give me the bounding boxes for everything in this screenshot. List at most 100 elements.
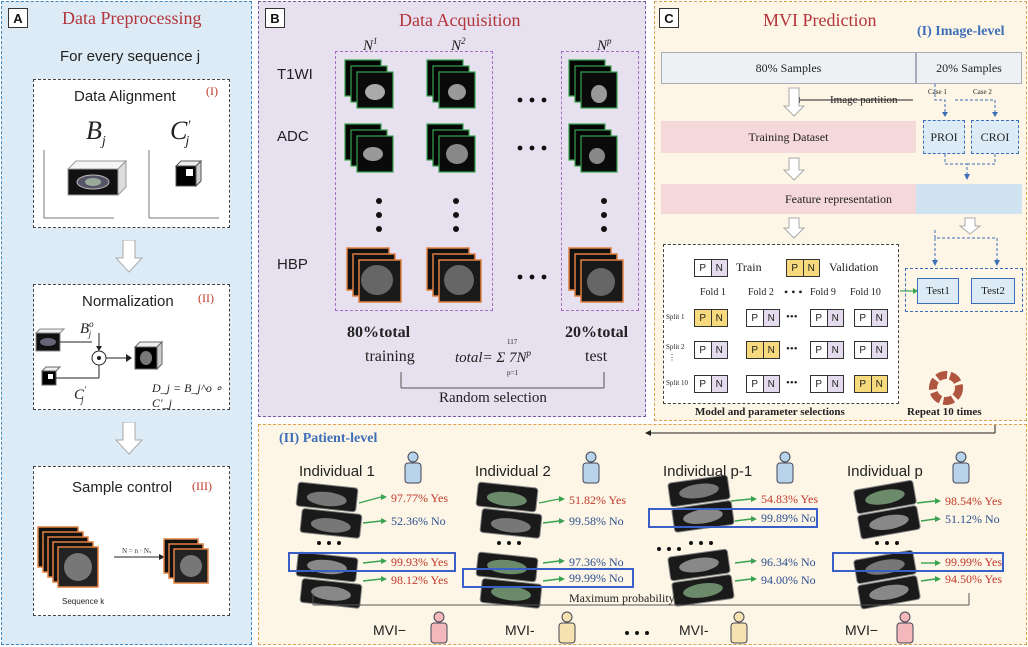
panel-c-title: MVI Prediction — [763, 10, 877, 30]
alignment-axes — [43, 150, 219, 219]
legend-train: Train — [736, 260, 762, 274]
normalization-title: Normalization — [82, 293, 174, 310]
feature-bar-blue — [916, 184, 1022, 214]
proi-label: PROI — [930, 129, 958, 144]
row-t1wi: T1WI — [277, 66, 313, 83]
panel-c-tag: C — [659, 8, 679, 28]
down-arrow-2 — [114, 422, 144, 455]
repeat-caption: Repeat 10 times — [907, 406, 982, 418]
samples20-bar: 20% Samples — [916, 52, 1022, 84]
croi-label: CROI — [980, 129, 1010, 144]
alignment-box: Data Alignment (I) Bj C'j — [33, 79, 230, 228]
indp-r2: 51.12% No — [945, 512, 1000, 526]
alignment-num: (I) — [206, 84, 218, 98]
ind2-mvi: MVI- — [505, 622, 535, 638]
panel-c-arrows — [782, 84, 1000, 405]
case2-label: Case 2 — [973, 88, 992, 96]
ind1-r1: 97.77% Yes — [391, 491, 449, 505]
cv-dots: ••• — [786, 343, 798, 355]
indp-r4: 94.50% Yes — [945, 572, 1003, 586]
normalization-graphic — [34, 328, 164, 386]
normalization-box: Normalization (II) Boj C'j D_j = B_j^o ∘… — [33, 284, 230, 410]
indp1-r1: 54.83% Yes — [761, 492, 819, 506]
cv-dots: ••• — [786, 377, 798, 389]
test-word: test — [585, 348, 608, 365]
indp-r3: 99.99% Yes — [945, 555, 1003, 569]
indp-r1: 98.54% Yes — [945, 494, 1003, 508]
individual-p-name: Individual p — [847, 463, 923, 480]
test2-label: Test2 — [981, 285, 1005, 297]
ind1-r4: 98.12% Yes — [391, 573, 449, 587]
panel-a-title: Data Preprocessing — [62, 8, 202, 28]
indp1-r3: 96.34% No — [761, 555, 816, 569]
indp1-r4: 94.00% No — [761, 573, 816, 587]
mri-stacks — [344, 59, 624, 389]
split-2: Split 2 — [666, 343, 685, 351]
test-dash-box — [561, 51, 639, 311]
patient-level-panel: (II) Patient-level — [258, 424, 1027, 645]
alignment-left-symbol: Bj — [86, 116, 106, 150]
max-probability: Maximum probability — [569, 591, 675, 605]
fold-1: Fold 1 — [700, 287, 726, 298]
panel-a: A Data Preprocessing For every sequence … — [1, 1, 252, 645]
samples80-label: 80% Samples — [755, 60, 822, 75]
ind1-r2: 52.36% No — [391, 514, 446, 528]
test1-box: Test1 — [917, 278, 959, 304]
total-formula: total= Σ 7Np — [455, 348, 532, 366]
legend-validation: Validation — [829, 260, 879, 274]
sample-control-box: Sample control (III) N = n · Nₛ Sequence… — [33, 466, 230, 616]
ind2-r4: 99.99% No — [569, 571, 624, 585]
down-arrow-1 — [114, 240, 144, 273]
individual-1-name: Individual 1 — [299, 463, 375, 480]
sum-bottom: p=1 — [507, 369, 518, 377]
train-pct: 80%total — [347, 324, 411, 341]
training-dataset-label: Training Dataset — [748, 129, 829, 144]
feature-label: Feature representation — [785, 192, 892, 206]
row-hbp: HBP — [277, 256, 308, 273]
image-level-title: (I) Image-level — [917, 24, 1005, 39]
indp-mvi: MVI− — [845, 622, 879, 638]
row-adc: ADC — [277, 128, 309, 145]
normalization-num: (II) — [198, 291, 214, 305]
case1-label: Case 1 — [928, 88, 947, 96]
panel-b-tag: B — [265, 8, 285, 28]
panel-a-subtitle: For every sequence j — [60, 48, 201, 65]
panel-b: B Data Acquisition N1 N2 Np T1WI ADC HBP — [258, 1, 646, 417]
train-word: training — [365, 348, 415, 365]
sample-stack-left: N = n · Nₛ — [37, 526, 209, 588]
test-pct: 20%total — [565, 324, 629, 341]
split-dots: ⋮ — [668, 353, 676, 362]
patient-level-title: (II) Patient-level — [279, 431, 378, 446]
train-dash-box — [335, 51, 493, 311]
alignment-title: Data Alignment — [74, 88, 176, 105]
norm-bottom-symbol: C'j — [74, 385, 86, 405]
ind1-r3: 99.93% Yes — [391, 555, 449, 569]
tests-dash-box — [905, 268, 1023, 312]
fold-10: Fold 10 — [850, 287, 881, 298]
norm-top-symbol: Boj — [80, 319, 94, 339]
sum-top: 117 — [507, 338, 518, 346]
ind2-r1: 51.82% Yes — [569, 493, 627, 507]
fold-2: Fold 2 — [748, 287, 774, 298]
panel-c: C MVI Prediction (I) Image-level 80% Sam… — [654, 1, 1027, 421]
ind2-r3: 97.36% No — [569, 555, 624, 569]
individual-2-name: Individual 2 — [475, 463, 551, 480]
fold-dots: • • • — [784, 285, 803, 299]
split-1: Split 1 — [666, 313, 685, 321]
col-np: Np — [597, 36, 612, 54]
sample-control-num: (III) — [192, 479, 212, 493]
panel-a-tag: A — [8, 8, 28, 28]
indp1-mvi: MVI- — [679, 622, 709, 638]
split-10: Split 10 — [666, 379, 688, 387]
feature-bar — [661, 184, 916, 214]
